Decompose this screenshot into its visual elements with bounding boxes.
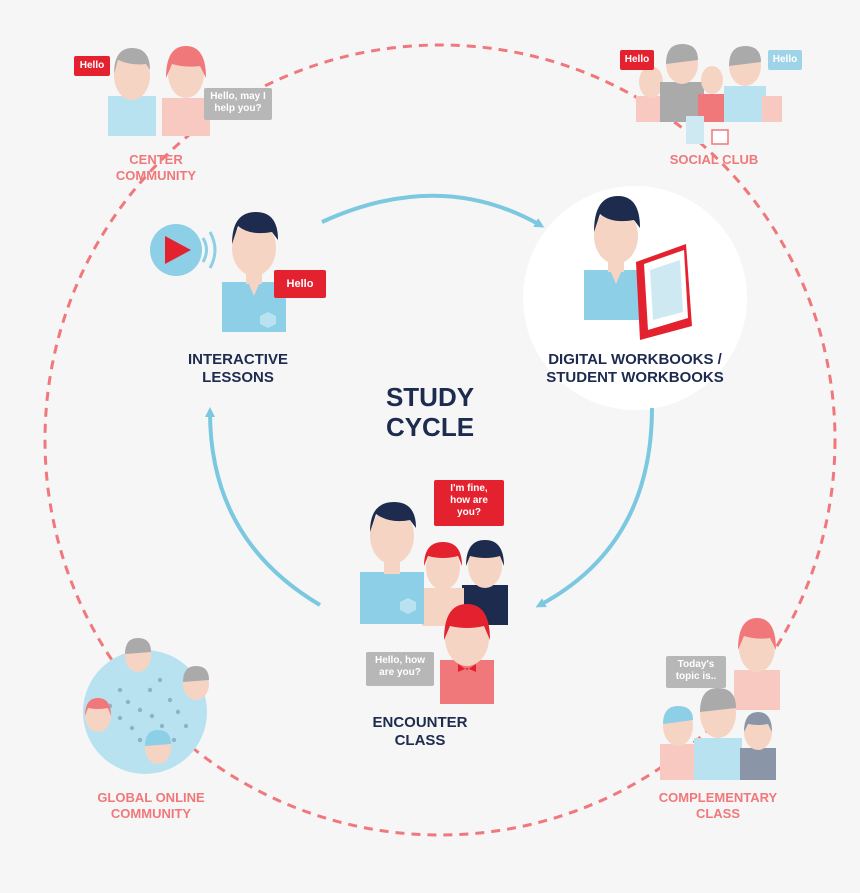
encounter-fine-line-1: I'm fine, <box>450 483 488 494</box>
tablet-icon <box>636 244 692 340</box>
digital-workbooks-label: DIGITAL WORKBOOKS / STUDENT WORKBOOKS <box>530 351 740 387</box>
center-community-line-1: CENTER <box>129 152 183 167</box>
lesson-student-icon <box>222 212 286 332</box>
complementary-class-line-1: COMPLEMENTARY <box>658 790 778 805</box>
encounter-class-label: ENCOUNTER CLASS <box>350 714 490 750</box>
global-online-community-line-2: COMMUNITY <box>110 806 192 821</box>
complementary-class-line-2: CLASS <box>695 806 741 821</box>
digital-workbooks-line-1: DIGITAL WORKBOOKS / <box>548 351 722 368</box>
encounter-fine-bubble: I'm fine, how are you? <box>434 480 504 526</box>
center-community-label: CENTER COMMUNITY <box>86 152 226 184</box>
outer-community-ring <box>43 43 837 837</box>
global-online-community-icon <box>83 638 209 774</box>
center-help-bubble: Hello, may I help you? <box>204 88 272 120</box>
encounter-how-bubble: Hello, how are you? <box>366 652 434 686</box>
study-cycle-title: STUDY CYCLE <box>350 382 510 442</box>
arrow-lessons-to-workbooks <box>321 193 545 228</box>
social-hello-left-text: Hello <box>624 54 650 65</box>
arrow-encounter-to-lessons <box>205 407 322 607</box>
encounter-group-icon <box>360 502 508 704</box>
encounter-fine-line-2: how are <box>450 495 488 506</box>
title-line-2: CYCLE <box>385 412 475 442</box>
global-online-community-label: GLOBAL ONLINE COMMUNITY <box>76 790 226 822</box>
encounter-how-line-1: Hello, how <box>375 655 425 666</box>
center-help-line-2: help you? <box>214 103 262 114</box>
lesson-hello-bubble: Hello <box>274 270 326 298</box>
social-club-line-1: SOCIAL CLUB <box>669 152 759 167</box>
social-hello-left-bubble: Hello <box>620 50 654 70</box>
social-hello-right-bubble: Hello <box>768 50 802 70</box>
arrow-workbooks-to-encounter <box>535 407 654 608</box>
social-club-label: SOCIAL CLUB <box>644 152 784 168</box>
encounter-how-line-2: are you? <box>379 667 421 678</box>
interactive-lessons-line-1: INTERACTIVE <box>187 351 288 368</box>
encounter-class-line-1: ENCOUNTER <box>372 714 468 731</box>
center-community-icon <box>108 46 210 136</box>
center-help-line-1: Hello, may I <box>210 91 266 102</box>
interactive-lessons-label: INTERACTIVE LESSONS <box>158 351 318 387</box>
global-online-community-line-1: GLOBAL ONLINE <box>97 790 205 805</box>
interactive-lessons-line-2: LESSONS <box>202 369 274 386</box>
center-community-line-2: COMMUNITY <box>115 168 197 183</box>
social-club-icon <box>636 44 782 145</box>
encounter-class-line-2: CLASS <box>394 732 446 749</box>
lesson-hello-text: Hello <box>286 278 314 290</box>
center-hello-text: Hello <box>79 60 105 71</box>
center-hello-bubble: Hello <box>74 56 110 76</box>
social-hello-right-text: Hello <box>772 54 798 65</box>
digital-workbooks-line-2: STUDENT WORKBOOKS <box>546 369 724 386</box>
encounter-fine-line-3: you? <box>457 507 481 518</box>
complementary-class-label: COMPLEMENTARY CLASS <box>640 790 796 822</box>
complementary-topic-line-2: topic is.. <box>675 671 717 682</box>
video-play-icon <box>150 224 217 276</box>
complementary-topic-line-1: Today's <box>677 659 715 670</box>
complementary-class-icon <box>660 618 780 780</box>
title-line-1: STUDY <box>385 382 475 412</box>
complementary-topic-bubble: Today's topic is.. <box>666 656 726 688</box>
